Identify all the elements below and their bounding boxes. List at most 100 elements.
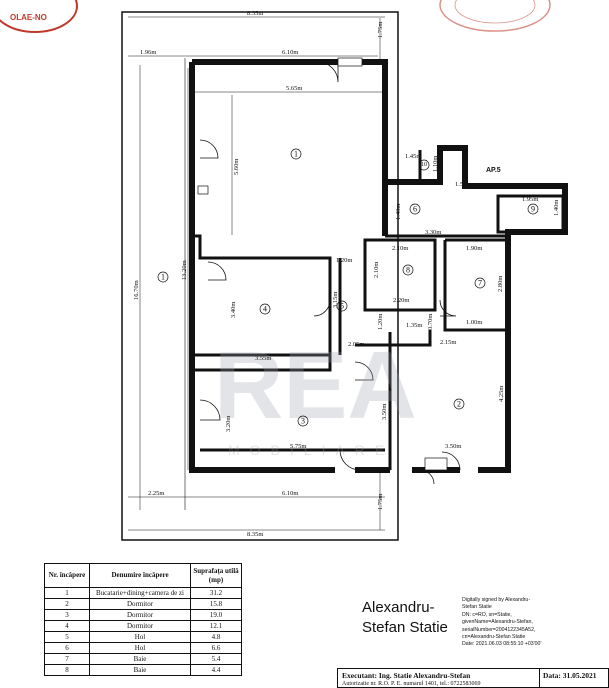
signature-line: Digitally signed by Alexandru- (462, 597, 531, 603)
dim-r7-h: 2.80m (497, 276, 504, 292)
room-7-number: 7 (478, 279, 482, 288)
cell-nr: 4 (44, 620, 90, 632)
room-areas-table: Nr. încăpere Denumire încăpere Suprafața… (44, 563, 242, 676)
dim-r4-w: 3.55m (255, 355, 271, 362)
dim-top-width: 8.35m (247, 10, 263, 17)
cell-area: 12.1 (190, 620, 242, 632)
dim-r7-bottom: 1.00m (466, 319, 482, 326)
dim-r5-v: 0.70m (427, 314, 434, 330)
cell-nr: 1 (44, 587, 90, 599)
room-3-number: 3 (301, 417, 305, 426)
watermark-logo: REA (214, 332, 417, 439)
cell-name: Dormitor (89, 598, 191, 610)
room-8-number: 8 (406, 266, 410, 275)
dim-r9-w: 1.95m (522, 196, 538, 203)
signature-name-line2: Stefan Statie (362, 619, 448, 636)
executant-authorization: Autorizatie nr. R.O. P. E. numarul 1401,… (342, 681, 481, 687)
dim-r7-w: 1.90m (466, 245, 482, 252)
dim-bottom-right: 1.75m (377, 494, 384, 510)
cell-area: 15.8 (190, 598, 242, 610)
header-area: Suprafața utilă (mp) (190, 563, 242, 588)
signature-line: serialNumber=2004122345A52, (462, 626, 536, 633)
room-5-number: 5 (340, 302, 344, 311)
room-10-number: 10 (421, 162, 427, 168)
apartment-label: AP.5 (486, 167, 501, 174)
header-name: Denumire încăpere (89, 563, 191, 588)
signature-name-line1: Alexandru- (362, 599, 435, 616)
cell-nr: 3 (44, 609, 90, 621)
cell-name: Dormitor (89, 620, 191, 632)
signature-line: cn=Alexandru-Stefan Statie (462, 634, 526, 641)
table-header-row: Nr. încăpere Denumire încăpere Suprafața… (44, 563, 242, 588)
signature-name: Alexandru- Stefan Statie (362, 598, 448, 638)
cell-nr: 5 (44, 631, 90, 643)
dim-hall-top: 1.45m (405, 153, 421, 160)
dim-hall-h1: 1.55m (455, 181, 471, 188)
dim-terrace-top-left: 1.96m (140, 49, 156, 56)
windows (197, 57, 448, 471)
executant-box: Executant: Ing. Statie Alexandru-Stefan … (337, 668, 540, 688)
cell-name: Bucatarie+dining+camera de zi (89, 587, 191, 599)
cell-name: Baie (89, 664, 191, 676)
dim-r5-h2: 1.35m (406, 322, 422, 329)
cell-name: Dormitor (89, 609, 191, 621)
dim-r5-small: 1.20m (377, 314, 384, 330)
cell-name: Hol (89, 642, 191, 654)
room-4-number: 4 (263, 305, 267, 314)
room-2-number: 2 (457, 400, 461, 409)
dim-r8-bottom: 2.20m (393, 297, 409, 304)
dim-r3-h: 3.20m (225, 416, 232, 432)
watermark-sub: MOBILIARE (228, 442, 394, 458)
official-stamp-left: OLAE-NO (0, 0, 78, 33)
official-stamp-right (439, 0, 551, 32)
executant-text: Executant: Ing. Statie Alexandru-Stefan (342, 671, 471, 680)
cell-name: Baie (89, 653, 191, 665)
cell-nr: 6 (44, 642, 90, 654)
dim-hall6-w: 1.40m (395, 204, 402, 220)
dim-r5-h: 3.15m (332, 292, 339, 308)
cell-area: 31.2 (190, 587, 242, 599)
cell-area: 4.4 (190, 664, 242, 676)
room-6-number: 6 (413, 205, 417, 214)
header-nr: Nr. încăpere (44, 563, 90, 588)
dim-left-height: 13.20m (181, 260, 188, 280)
signature-line: Date: 2021.06.03 08:55:10 +03'00' (462, 641, 542, 648)
dim-r8-w: 2.10m (392, 245, 408, 252)
dim-r8-h: 2.10m (373, 262, 380, 278)
dim-r3-side: 3.50m (381, 404, 388, 420)
dim-hall-w: 2.05m (348, 341, 364, 348)
cell-name: Hol (89, 631, 191, 643)
room-1-number: 1 (294, 150, 298, 159)
dim-r2-bottom: 3.50m (445, 443, 461, 450)
dim-r9-h: 1.40m (553, 200, 560, 216)
dim-hall6-long: 3.30m (425, 229, 441, 236)
terrace-number: 1 (161, 273, 165, 282)
cell-area: 6.6 (190, 642, 242, 654)
signature-details: Digitally signed by Alexandru- Stefan St… (462, 597, 607, 649)
signature-line: DN: c=RO, sn=Statie, (462, 611, 512, 618)
room-markers (157, 148, 539, 427)
dim-hall-v1: 1.10m (432, 156, 439, 172)
dim-r3-w: 5.75m (290, 443, 306, 450)
stamp-text: OLAE-NO (10, 13, 47, 22)
internal-walls (192, 150, 565, 470)
dim-r4-top: 1.20m (336, 257, 352, 264)
dim-r2-h: 4.25m (498, 386, 505, 402)
date-box: Data: 31.05.2021 (540, 668, 609, 688)
dimension-lines (128, 16, 385, 531)
dim-bottom-inner: 6.10m (282, 490, 298, 497)
dim-bottom-width: 8.35m (247, 531, 263, 538)
door-swings (199, 61, 461, 485)
room-9-number: 9 (531, 205, 535, 214)
dim-living-height: 5.60m (233, 159, 240, 175)
cell-nr: 8 (44, 664, 90, 676)
cell-nr: 2 (44, 598, 90, 610)
